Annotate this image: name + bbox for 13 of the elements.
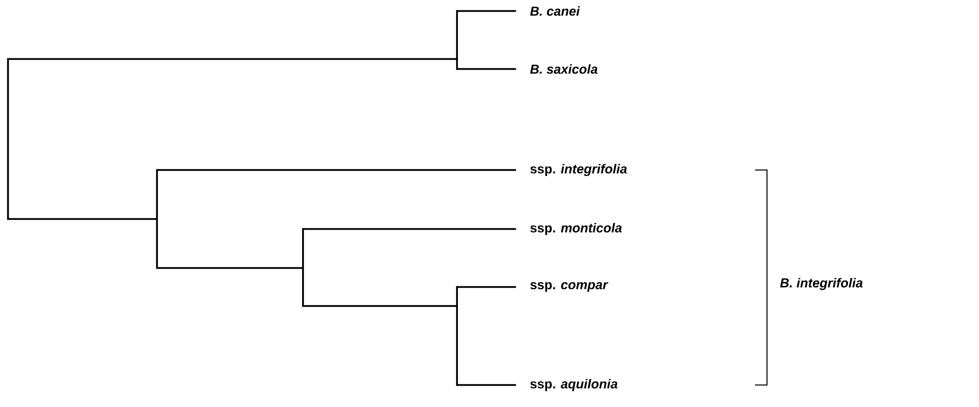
- branch-line: [303, 228, 516, 230]
- group-label: B. integrifolia: [780, 278, 863, 290]
- branch-line: [157, 169, 516, 171]
- branch-line: [457, 286, 516, 288]
- branch-line: [457, 68, 516, 70]
- branch-line: [457, 384, 516, 386]
- taxon-label: ssp. compar: [530, 282, 608, 292]
- taxon-label: ssp. monticola: [530, 222, 622, 236]
- taxon-label: B. saxicola: [530, 64, 598, 74]
- branch-line: [457, 10, 516, 12]
- taxon-label: B. canei: [530, 6, 580, 16]
- taxon-label: ssp. aquilonia: [530, 378, 618, 392]
- taxon-label: ssp. integrifolia: [530, 164, 627, 176]
